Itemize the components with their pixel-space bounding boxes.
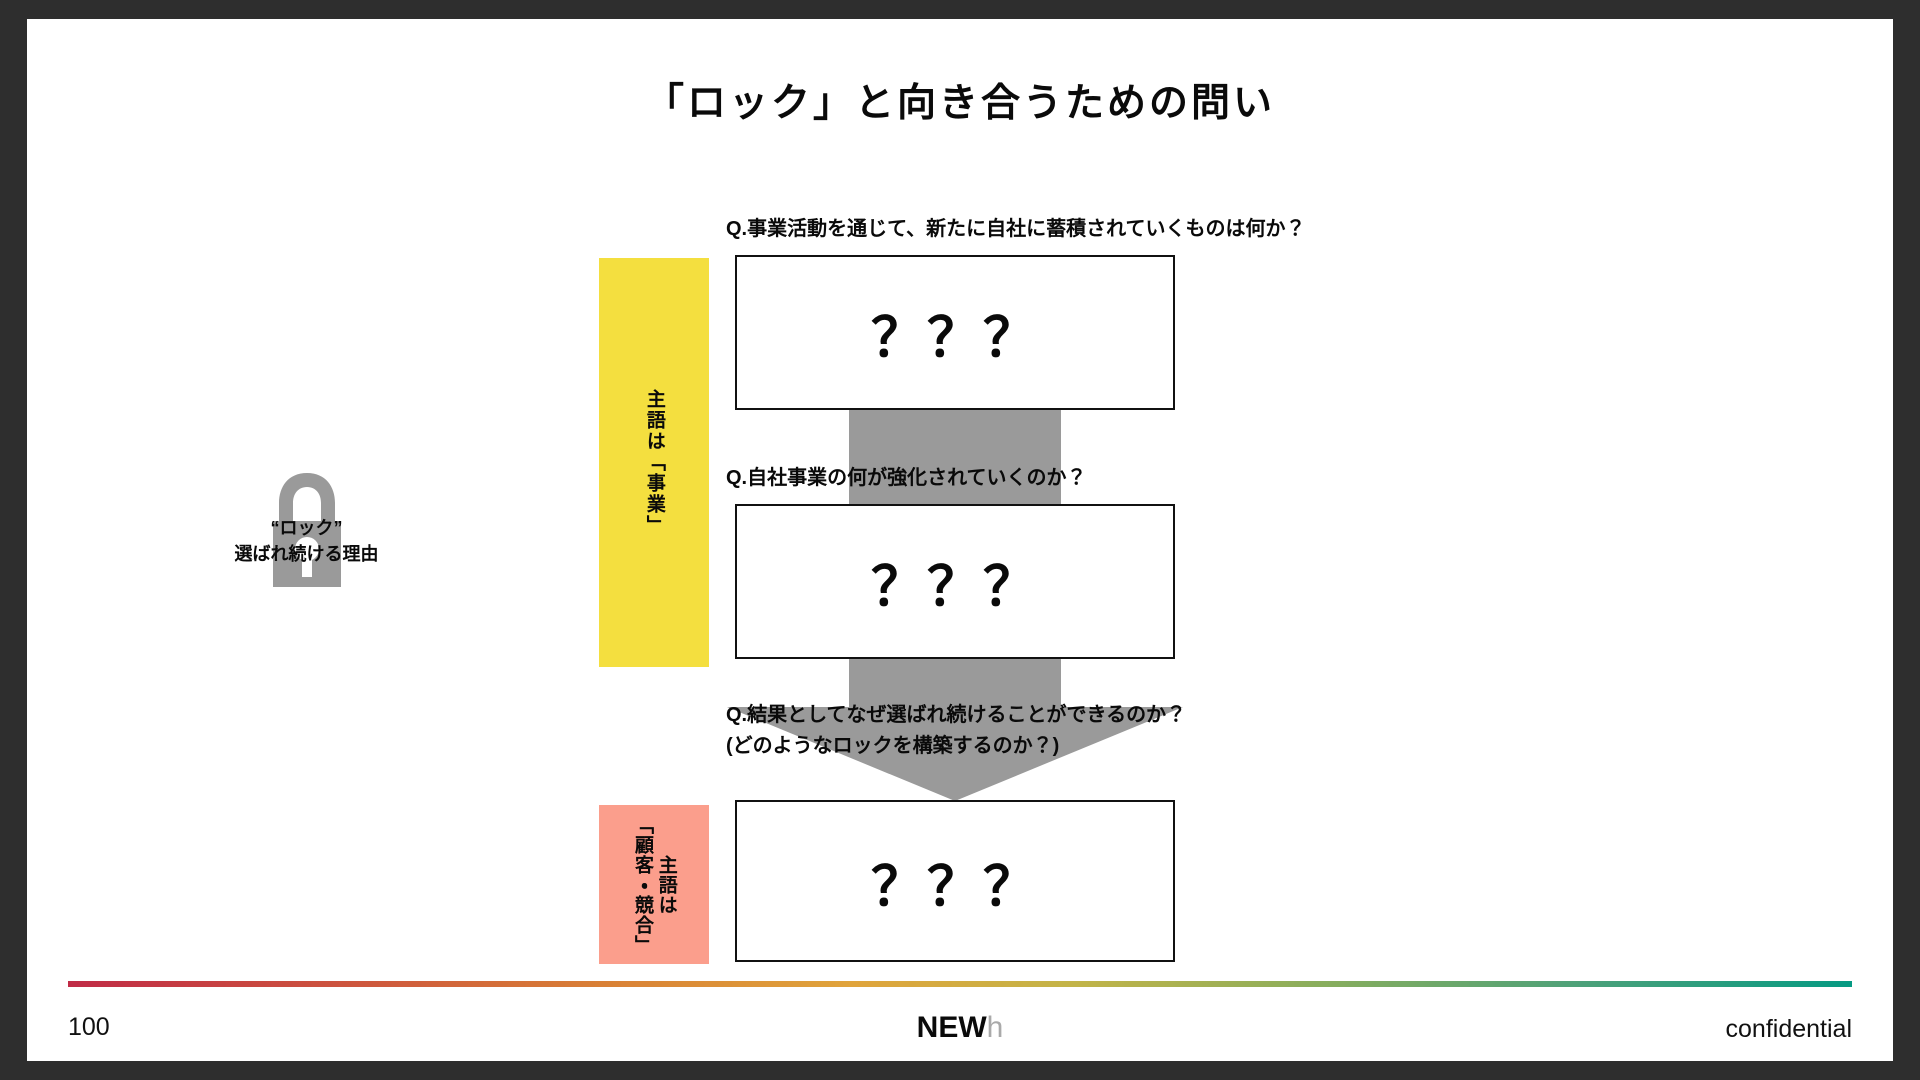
- band-customer-label-left: 「顧客・競合」: [632, 814, 653, 955]
- question-label-3: Q.結果としてなぜ選ばれ続けることができるのか？ (どのようなロックを構築するの…: [726, 700, 1186, 762]
- band-subject-business: 主語は「事業」: [599, 258, 709, 667]
- footer-logo-suffix: h: [986, 1011, 1004, 1044]
- answer-box-3[interactable]: ？？？: [735, 800, 1175, 962]
- answer-placeholder-2: ？？？: [871, 557, 1039, 617]
- question-label-3-line1: Q.結果としてなぜ選ばれ続けることができるのか？: [726, 704, 1187, 726]
- answer-placeholder-3: ？？？: [871, 856, 1039, 917]
- footer-logo-main: NEW: [916, 1011, 987, 1044]
- connector-down-arrow-2: [727, 659, 1183, 801]
- lock-caption-line2: 選ばれ続ける理由: [234, 544, 379, 565]
- footer-logo: NEWh: [27, 1011, 1893, 1045]
- answer-placeholder-1: ？？？: [871, 308, 1039, 368]
- question-label-2: Q.自社事業の何が強化されていくのか？: [726, 467, 1087, 489]
- footer-confidential-label: confidential: [1725, 1015, 1852, 1043]
- question-label-3-line2: (どのようなロックを構築するのか？): [726, 735, 1060, 757]
- slide-canvas: 「ロック」と向き合うための問い “ロック” 選ばれ続ける理由 主語は「事業」: [27, 19, 1893, 1061]
- band-business-label: 主語は「事業」: [643, 389, 665, 536]
- page-title: 「ロック」と向き合うための問い: [644, 82, 1275, 125]
- connector-rectangle-1: [849, 410, 1061, 504]
- footer-gradient-rule: [68, 981, 1852, 987]
- band-customer-label-right: 主語は: [655, 854, 677, 915]
- lock-caption-line1: “ロック”: [270, 518, 343, 538]
- answer-box-2[interactable]: ？？？: [735, 504, 1175, 659]
- lock-caption: “ロック” 選ばれ続ける理由: [199, 515, 414, 567]
- band-subject-customer: 「顧客・競合」 主語は: [599, 805, 709, 964]
- answer-box-1[interactable]: ？？？: [735, 255, 1175, 410]
- lock-concept-group: “ロック” 選ばれ続ける理由: [199, 471, 414, 596]
- footer-page-number: 100: [68, 1013, 110, 1041]
- question-label-1: Q.事業活動を通じて、新たに自社に蓄積されていくものは何か？: [726, 218, 1306, 240]
- padlock-icon: [267, 471, 347, 589]
